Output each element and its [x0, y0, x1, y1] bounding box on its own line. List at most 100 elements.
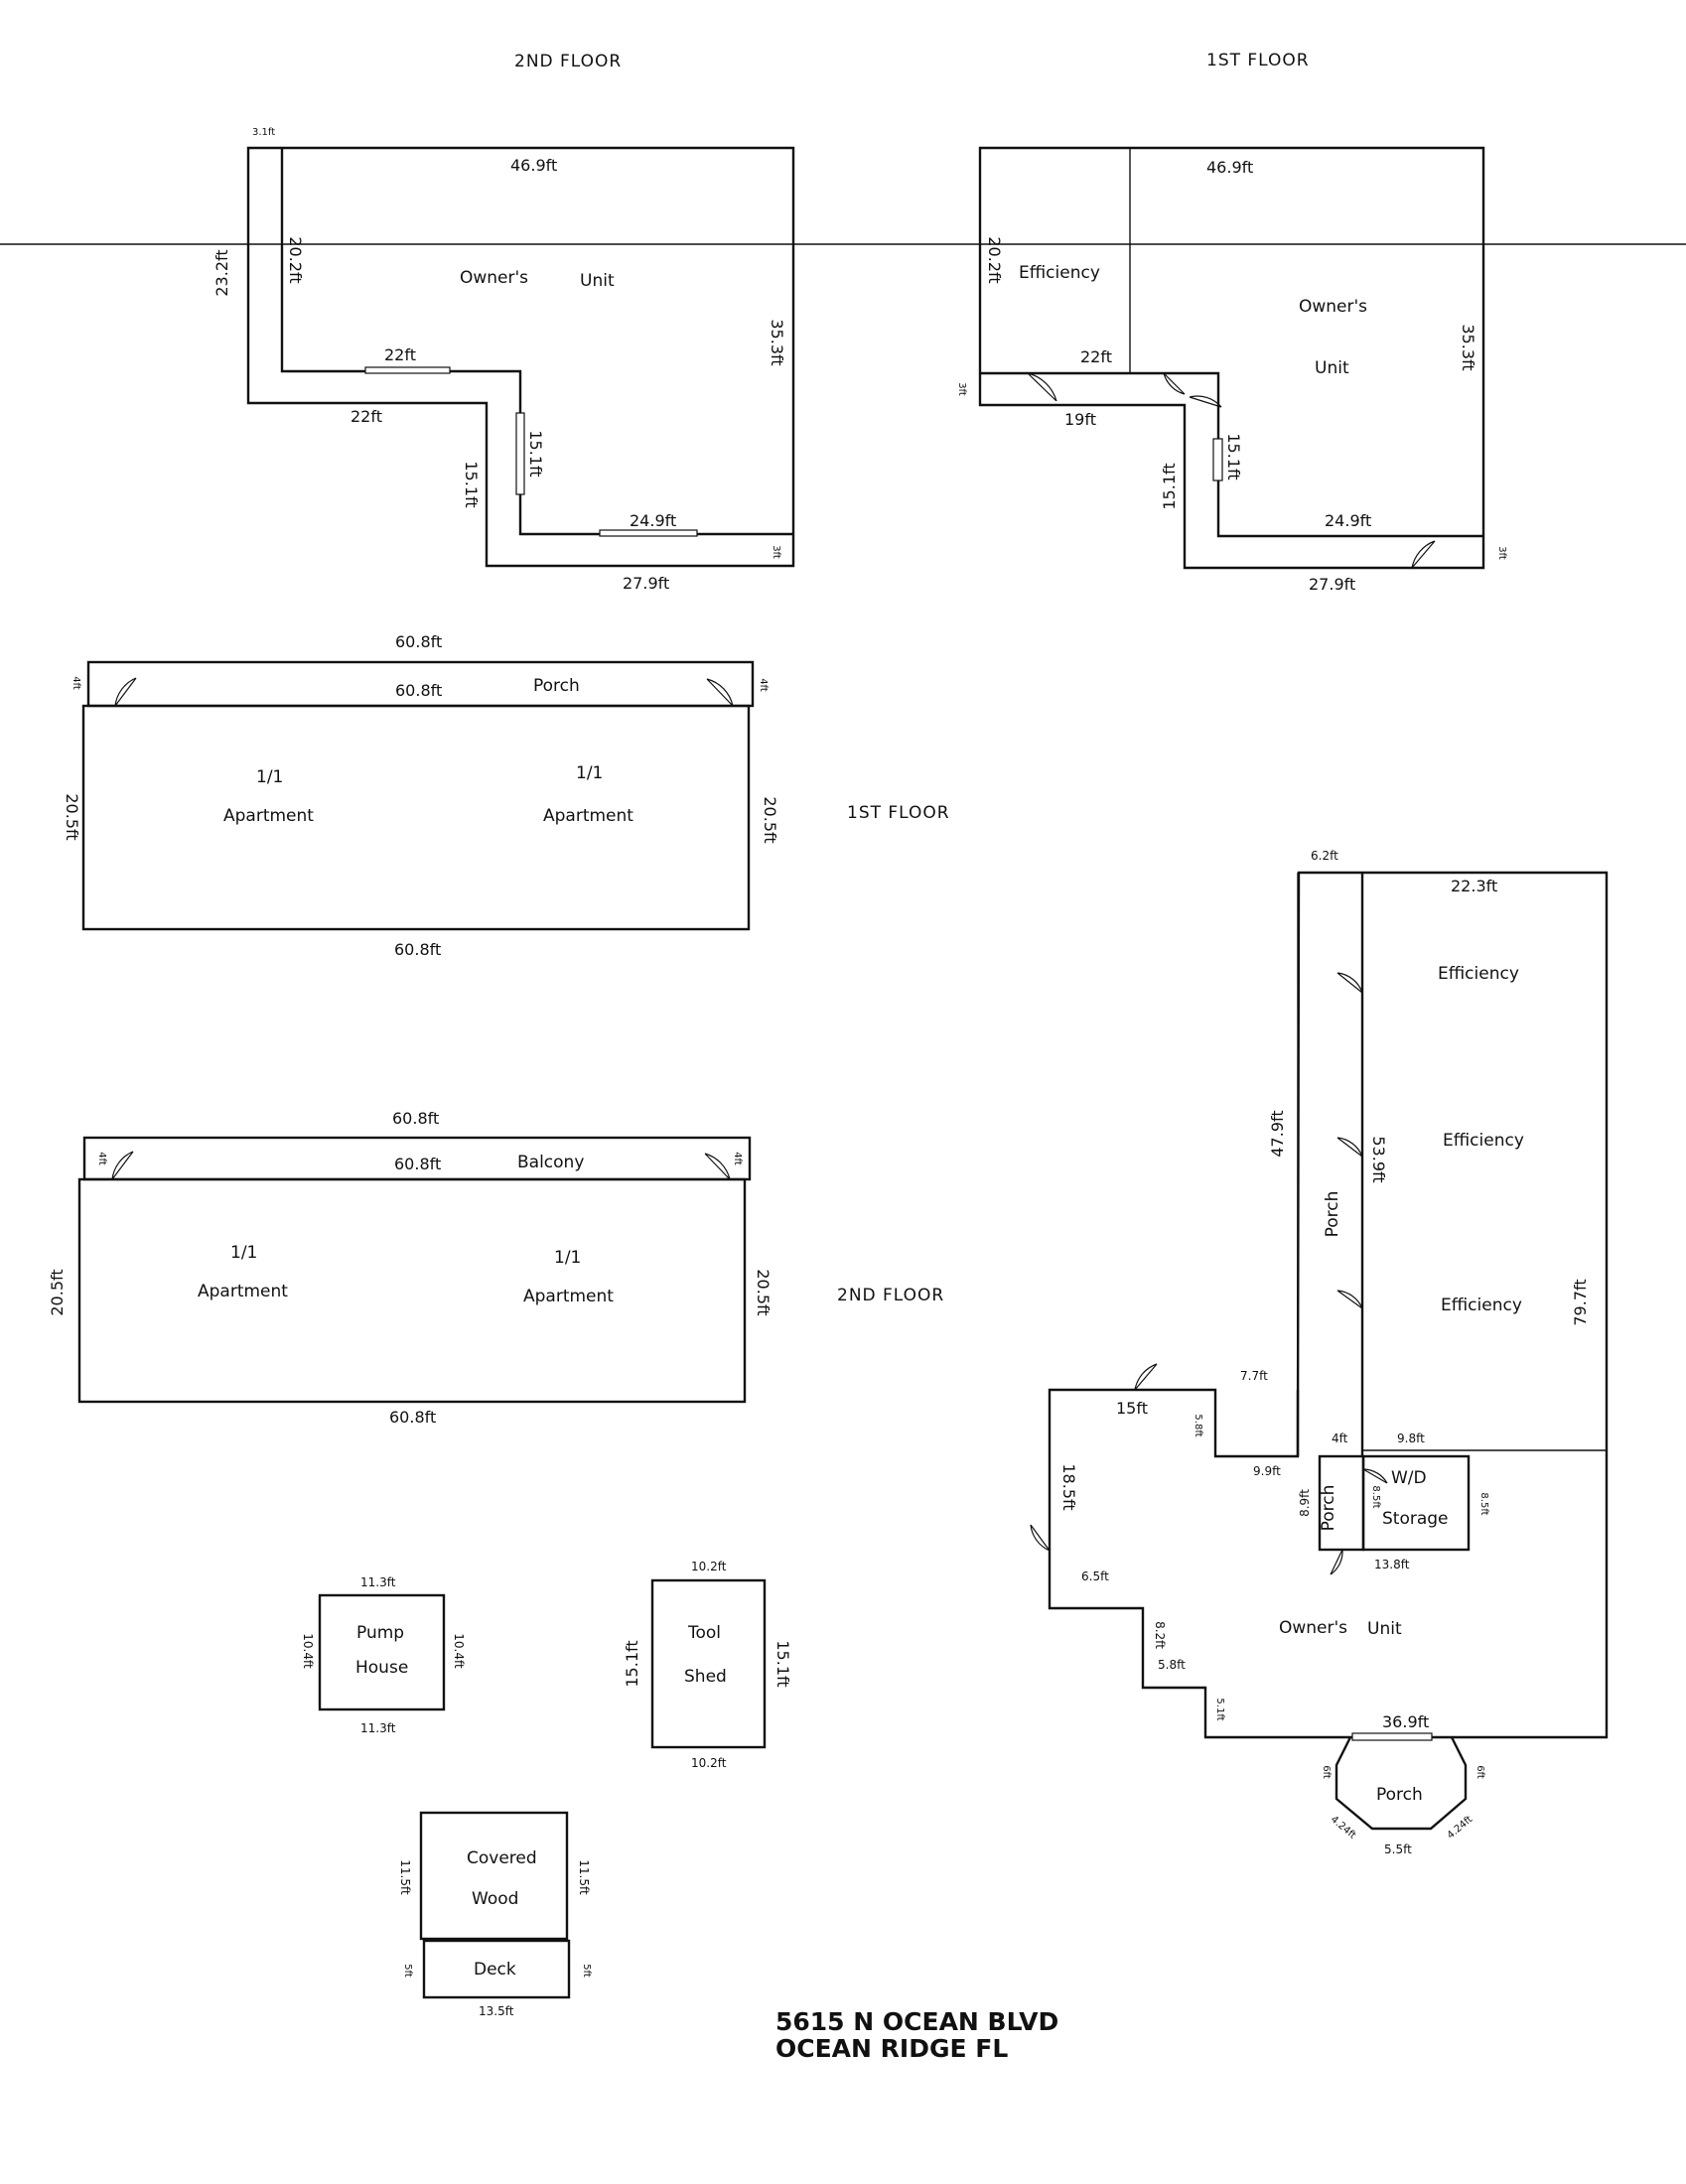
bottom-porch-outline — [1335, 1736, 1468, 1831]
apartment-2nd-a-label: Apartment — [198, 1282, 288, 1301]
svg-text:18.5ft: 18.5ft — [1059, 1463, 1078, 1510]
owners-2nd-outline — [246, 146, 795, 568]
main-owners-unit-label: Owner's — [1279, 1618, 1347, 1638]
covered-wood-label: Covered — [467, 1848, 537, 1868]
svg-text:7.7ft: 7.7ft — [1240, 1369, 1268, 1383]
apartments-2nd-outline — [77, 1177, 747, 1404]
main-building-outline — [1048, 871, 1609, 1739]
apartment-1st-a-label: Apartment — [223, 806, 314, 826]
svg-text:W/D: W/D — [1391, 1468, 1427, 1488]
main-building-plan: 6.2ft 22.3ft Efficiency Efficiency Effic… — [1030, 849, 1609, 1856]
svg-text:1/1: 1/1 — [256, 767, 283, 787]
tool-shed-label: Tool — [687, 1623, 721, 1643]
covered-wood-outline — [419, 1811, 569, 1941]
svg-text:60.8ft: 60.8ft — [389, 1408, 436, 1427]
svg-text:79.7ft: 79.7ft — [1571, 1279, 1590, 1325]
svg-text:20.2ft: 20.2ft — [985, 236, 1004, 283]
svg-text:4ft: 4ft — [1332, 1432, 1348, 1445]
svg-text:9.8ft: 9.8ft — [1397, 1432, 1425, 1445]
svg-text:11.3ft: 11.3ft — [360, 1721, 396, 1735]
svg-text:47.9ft: 47.9ft — [1268, 1110, 1287, 1157]
owners-unit-2nd-floor: 3.1ft 46.9ft 23.2ft 20.2ft Owner's Unit … — [212, 127, 795, 593]
svg-text:53.9ft: 53.9ft — [1369, 1136, 1388, 1182]
owners-unit-1st-floor: 46.9ft 20.2ft Efficiency Owner's Unit 35… — [956, 146, 1507, 594]
svg-text:27.9ft: 27.9ft — [1309, 575, 1355, 594]
svg-text:15.1ft: 15.1ft — [1224, 433, 1243, 479]
svg-text:Unit: Unit — [580, 271, 615, 291]
pump-house: 11.3ft 11.3ft 10.4ft 10.4ft Pump House — [301, 1575, 466, 1735]
bottom-porch-label: Porch — [1376, 1785, 1423, 1805]
efficiency-1-label: Efficiency — [1438, 964, 1519, 984]
owners-2nd-room-label: Owner's — [460, 268, 528, 288]
svg-text:20.5ft: 20.5ft — [63, 793, 81, 840]
svg-text:15.1ft: 15.1ft — [773, 1640, 792, 1687]
tool-shed: 10.2ft 10.2ft 15.1ft 15.1ft Tool Shed — [623, 1560, 792, 1770]
svg-text:4.24ft: 4.24ft — [1329, 1814, 1358, 1841]
svg-text:1/1: 1/1 — [576, 763, 603, 783]
svg-text:60.8ft: 60.8ft — [395, 681, 442, 700]
svg-text:10.2ft: 10.2ft — [691, 1756, 727, 1770]
svg-text:3ft: 3ft — [1496, 546, 1507, 560]
svg-text:3.1ft: 3.1ft — [252, 127, 275, 138]
svg-text:Shed: Shed — [684, 1667, 727, 1687]
svg-text:4ft: 4ft — [70, 676, 81, 690]
svg-text:8.2ft: 8.2ft — [1153, 1621, 1167, 1649]
efficiency-3-label: Efficiency — [1441, 1296, 1522, 1315]
svg-text:23.2ft: 23.2ft — [212, 249, 231, 296]
svg-text:27.9ft: 27.9ft — [623, 574, 669, 593]
svg-text:6ft: 6ft — [1321, 1765, 1332, 1779]
svg-text:6ft: 6ft — [1475, 1765, 1485, 1779]
header-2nd-floor-top: 2ND FLOOR — [514, 52, 622, 71]
svg-text:3ft: 3ft — [771, 545, 781, 559]
svg-text:6.5ft: 6.5ft — [1081, 1570, 1109, 1583]
svg-text:60.8ft: 60.8ft — [394, 940, 441, 959]
svg-text:8.5ft: 8.5ft — [1478, 1492, 1489, 1515]
svg-text:15.1ft: 15.1ft — [526, 430, 545, 477]
covered-wood-deck: 11.5ft 11.5ft Covered Wood Deck 5ft 5ft … — [398, 1811, 592, 2018]
svg-text:20.2ft: 20.2ft — [286, 236, 305, 283]
svg-text:1/1: 1/1 — [230, 1243, 257, 1263]
header-2nd-floor-mid: 2ND FLOOR — [837, 1286, 944, 1305]
svg-text:1/1: 1/1 — [554, 1248, 581, 1268]
svg-text:22ft: 22ft — [351, 407, 382, 426]
deck-outline — [422, 1939, 571, 1999]
svg-text:35.3ft: 35.3ft — [1459, 324, 1477, 370]
svg-text:Porch: Porch — [1319, 1485, 1338, 1532]
svg-text:15.1ft: 15.1ft — [1160, 463, 1179, 509]
svg-text:Wood: Wood — [472, 1889, 518, 1909]
tool-shed-outline — [650, 1578, 767, 1749]
svg-text:15.1ft: 15.1ft — [462, 461, 481, 507]
svg-text:36.9ft: 36.9ft — [1382, 1712, 1429, 1731]
svg-text:Unit: Unit — [1315, 358, 1349, 378]
owners-1st-room-label: Owner's — [1299, 297, 1367, 317]
svg-text:20.5ft: 20.5ft — [754, 1269, 773, 1315]
svg-text:13.8ft: 13.8ft — [1374, 1558, 1410, 1571]
svg-text:24.9ft: 24.9ft — [1325, 511, 1371, 530]
svg-text:House: House — [355, 1658, 408, 1678]
wd-storage-box — [1361, 1454, 1471, 1552]
balcony-label: Balcony — [517, 1153, 584, 1172]
efficiency-2-label: Efficiency — [1443, 1131, 1524, 1151]
svg-text:Unit: Unit — [1367, 1619, 1402, 1639]
address-line-1: 5615 N OCEAN BLVD — [775, 2007, 1058, 2036]
svg-text:22.3ft: 22.3ft — [1451, 877, 1497, 895]
pump-house-outline — [318, 1593, 446, 1711]
svg-text:13.5ft: 13.5ft — [479, 2004, 514, 2018]
svg-text:15.1ft: 15.1ft — [623, 1640, 641, 1687]
svg-text:5.1ft: 5.1ft — [1214, 1698, 1225, 1720]
svg-text:4.24ft: 4.24ft — [1446, 1814, 1475, 1841]
svg-text:8.9ft: 8.9ft — [1298, 1489, 1312, 1517]
svg-text:4ft: 4ft — [96, 1152, 107, 1165]
wd-storage-label: Storage — [1382, 1509, 1449, 1529]
svg-text:11.5ft: 11.5ft — [398, 1859, 412, 1895]
porch-1st-label: Porch — [533, 676, 580, 696]
svg-text:15ft: 15ft — [1116, 1399, 1148, 1418]
header-1st-floor-mid: 1ST FLOOR — [847, 803, 950, 823]
svg-text:5.5ft: 5.5ft — [1384, 1843, 1412, 1856]
svg-text:19ft: 19ft — [1064, 410, 1096, 429]
svg-text:5ft: 5ft — [581, 1964, 592, 1978]
svg-text:8.5ft: 8.5ft — [1370, 1485, 1381, 1508]
svg-text:10.4ft: 10.4ft — [301, 1633, 315, 1669]
apartments-1st-outline — [81, 704, 751, 931]
